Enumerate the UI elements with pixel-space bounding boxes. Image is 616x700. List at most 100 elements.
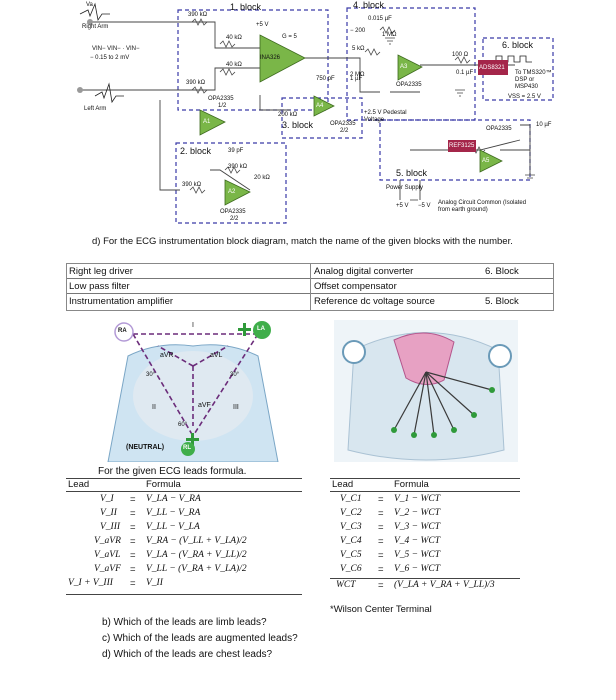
chest-row-6-lead: WCT — [336, 580, 356, 590]
r1m-label: 1 MΩ — [382, 32, 397, 38]
vin-label: VIN− VIN− · VIN− — [92, 46, 140, 52]
ref3125-label: REF3125 — [449, 143, 475, 149]
chest-row-3-lead: V_C4 — [340, 536, 362, 546]
chest-row-6-eq: = — [378, 580, 384, 591]
r5k-label: 5 kΩ — [352, 46, 365, 52]
opamp-a2 — [224, 179, 251, 206]
limb-row-2-lead: V_III — [100, 522, 121, 532]
rl-label: RL — [183, 445, 191, 451]
limb-row-6-lead: V_I + V_III — [68, 578, 113, 588]
a4-label: A4 — [316, 103, 324, 109]
plus5v-label: +5 V — [256, 22, 269, 28]
opa2335-1-half: 1/2 — [218, 103, 227, 109]
chest-row-0-eq: = — [378, 494, 384, 505]
c015-label: 0.015 µF — [368, 16, 392, 22]
lead-ii-label: II — [152, 404, 156, 411]
r40-2-label: 40 kΩ — [226, 62, 242, 68]
limb-lead-diagram: RA LA RL (NEUTRAL) aVR aVL aVF II III I … — [98, 316, 288, 463]
la-label: LA — [257, 326, 265, 332]
c39-label: 39 pF — [228, 148, 244, 154]
va-label: Va — [86, 2, 93, 8]
ads8321-chip — [478, 60, 508, 75]
r20-label: 20 kΩ — [254, 175, 270, 181]
match-mid-1: Offset compensator — [314, 281, 397, 292]
opa2335-2-label: OPA2335 — [220, 209, 246, 215]
deg30a-label: 30° — [146, 372, 156, 378]
opamp-a1 — [199, 109, 226, 136]
avr-label: aVR — [160, 352, 174, 359]
match-left-0: Right leg driver — [69, 266, 133, 277]
g5-label: G = 5 — [282, 34, 297, 40]
minus200-label: − 200 — [350, 28, 366, 34]
match-right-0: 6. Block — [485, 266, 519, 277]
opa2335-1-label: OPA2335 — [208, 96, 234, 102]
limb-row-5-eq: = — [130, 564, 136, 575]
chest-row-5-lead: V_C6 — [340, 564, 362, 574]
limb-row-4-eq: = — [130, 550, 136, 561]
ads8321-label: ADS8321 — [479, 65, 505, 71]
question-c: c) Which of the leads are augmented lead… — [102, 633, 298, 644]
chest-header-formula: Formula — [394, 479, 429, 490]
limb-row-0-eq: = — [130, 494, 136, 505]
opamp-a3 — [397, 54, 423, 81]
r100-label: 100 Ω — [452, 52, 469, 58]
neutral-label: (NEUTRAL) — [126, 444, 165, 451]
limb-row-2-eq: = — [130, 522, 136, 533]
formula-title: For the given ECG leads formula. — [98, 466, 247, 477]
chest-lead-diagram — [334, 320, 518, 462]
c10-label: 10 µF — [536, 122, 552, 128]
chest-row-1-lead: V_C2 — [340, 508, 362, 518]
ina326-label: INA326 — [260, 55, 281, 61]
chest-row-3-eq: = — [378, 536, 384, 547]
limb-row-4-lead: V_aVL — [94, 550, 121, 560]
r390-3-label: 390 kΩ — [182, 182, 202, 188]
r200-label: 200 kΩ — [278, 112, 298, 118]
limb-formula-table: Lead Formula V_I = V_LA − V_RA V_II = V_… — [66, 478, 302, 596]
r2m-label: 2 MΩ — [350, 72, 365, 78]
limb-header-lead: Lead — [68, 479, 90, 490]
block-2-label: 2. block — [180, 146, 212, 156]
a3-label: A3 — [400, 64, 408, 70]
right-arm-label: Right Arm — [82, 24, 109, 30]
chest-row-4-lead: V_C5 — [340, 550, 362, 560]
chest-row-2-eq: = — [378, 522, 384, 533]
deg30b-label: 30° — [230, 372, 240, 378]
minus5v-label: −5 V — [418, 203, 431, 209]
opa2335-3-half: 2/2 — [340, 128, 349, 134]
ref3125-chip — [448, 140, 476, 152]
plus5v2-label: +5 V — [396, 203, 409, 209]
wct-footnote: *Wilson Center Terminal — [330, 604, 432, 615]
chest-row-4-eq: = — [378, 550, 384, 561]
chest-header-lead: Lead — [332, 479, 354, 490]
dsp-label: To TMS320™ DSP or MSP430 — [515, 70, 552, 90]
limb-row-5-formula: V_LL − (V_RA + V_LA)/2 — [146, 564, 247, 574]
chest-row-1-eq: = — [378, 508, 384, 519]
match-right-2: 5. Block — [485, 296, 519, 307]
question-b: b) Which of the leads are limb leads? — [102, 617, 267, 628]
limb-row-3-eq: = — [130, 536, 136, 547]
block-3-label: 3. block — [282, 120, 314, 130]
limb-row-2-formula: V_LL − V_LA — [146, 522, 200, 532]
v-range-label: − 0.15 to 2 mV — [90, 55, 130, 61]
avf-label: aVF — [198, 402, 211, 409]
limb-row-3-formula: V_RA − (V_LL + V_LA)/2 — [146, 536, 247, 546]
chest-formula-table: Lead Formula V_C1 = V_1 − WCT V_C2 = V_2… — [330, 478, 520, 596]
opa2335-5-label: OPA2335 — [486, 126, 512, 132]
rl-electrode — [181, 442, 195, 456]
limb-row-3-lead: V_aVR — [94, 536, 121, 546]
r390b-label: 390 kΩ — [228, 164, 248, 170]
ra-electrode — [114, 322, 134, 342]
analog-common-label: Analog Circuit Common (Isolated from ear… — [438, 200, 527, 213]
limb-row-0-formula: V_LA − V_RA — [146, 494, 201, 504]
ina326-amplifier — [259, 34, 306, 83]
chest-row-4-formula: V_5 − WCT — [394, 550, 440, 560]
lead-iii-label: III — [233, 404, 239, 411]
ecg-block-diagram: 1. block 4. block 6. block 3. block 2. b… — [60, 0, 555, 232]
opamp-a4 — [313, 95, 335, 117]
question-d: d) For the ECG instrumentation block dia… — [92, 236, 513, 247]
match-mid-2: Reference dc voltage source — [314, 296, 435, 307]
opamp-a5 — [479, 149, 503, 173]
vss-label: VSS = 2.5 V — [508, 94, 541, 100]
chest-row-6-formula: (V_LA + V_RA + V_LL)/3 — [394, 580, 495, 590]
power-supply-label: Power Supply — [386, 185, 424, 191]
